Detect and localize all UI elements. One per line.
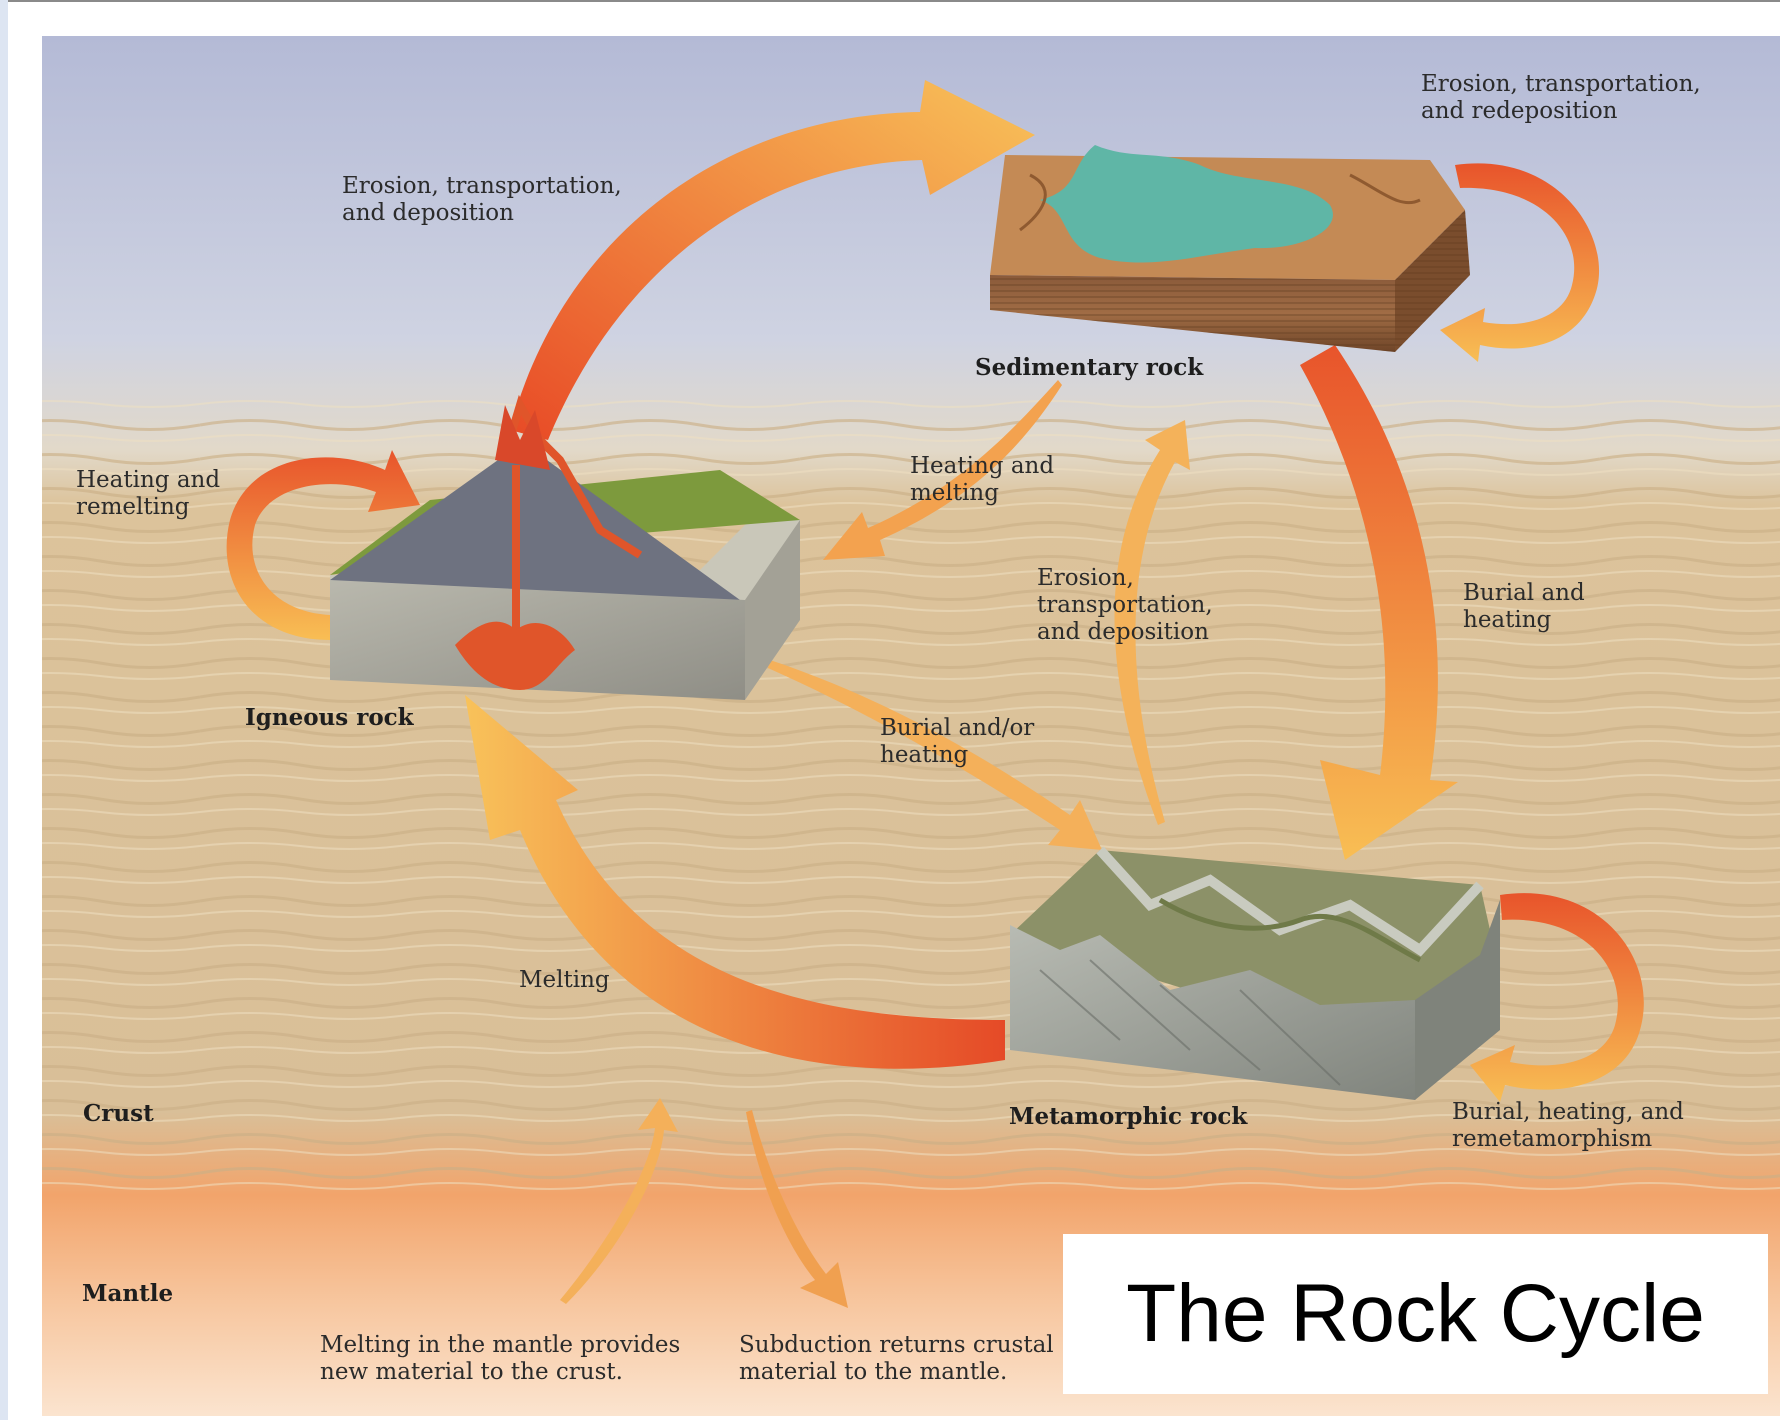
loop-arrow-igneous — [226, 450, 420, 640]
arrow-sedimentary-to-metamorphic — [1300, 345, 1458, 860]
sediment-water — [1040, 145, 1333, 263]
igneous-rock-block — [330, 394, 800, 700]
sedimentary-rock-block — [990, 145, 1470, 352]
rock-label-metamorphic: Metamorphic rock — [1009, 1103, 1248, 1130]
process-label-metamorphic-to-sedimentary: Erosion, transportation, and deposition — [1037, 565, 1213, 645]
diagram-title: The Rock Cycle — [1126, 1268, 1705, 1359]
arrow-metamorphic-to-sedimentary — [1114, 420, 1190, 825]
arrow-igneous-to-metamorphic — [768, 660, 1102, 850]
loop-arrow-sedimentary — [1440, 163, 1600, 362]
rock-label-sedimentary: Sedimentary rock — [975, 354, 1204, 381]
process-label-metamorphic-to-igneous: Melting — [519, 967, 610, 993]
arrow-igneous-to-sedimentary — [510, 80, 1035, 440]
title-box: The Rock Cycle — [1063, 1234, 1768, 1394]
loop-arrow-metamorphic — [1470, 893, 1644, 1102]
arrow-crust-to-mantle — [746, 1110, 848, 1308]
process-label-sedimentary-loop: Erosion, transportation, and redepositio… — [1421, 71, 1701, 124]
layer-label-crust: Crust — [83, 1100, 154, 1127]
process-label-sedimentary-to-igneous: Heating and melting — [910, 453, 1055, 506]
process-label-igneous-to-metamorphic: Burial and/or heating — [880, 715, 1035, 768]
metamorphic-rock-block — [1010, 846, 1500, 1100]
note-mantle-melting: Melting in the mantle provides new mater… — [320, 1332, 681, 1385]
process-label-metamorphic-loop: Burial, heating, and remetamorphism — [1452, 1099, 1684, 1152]
magma-chamber — [455, 621, 575, 690]
process-label-igneous-loop: Heating and remelting — [76, 467, 221, 520]
arrow-sedimentary-to-igneous — [823, 380, 1062, 560]
note-subduction: Subduction returns crustal material to t… — [739, 1332, 1054, 1385]
process-label-sedimentary-to-metamorphic: Burial and heating — [1463, 580, 1585, 633]
arrow-mantle-to-crust — [560, 1098, 678, 1304]
layer-label-mantle: Mantle — [82, 1280, 174, 1307]
arrow-metamorphic-to-igneous — [465, 695, 1005, 1069]
rock-label-igneous: Igneous rock — [245, 704, 414, 731]
process-label-igneous-to-sedimentary: Erosion, transportation, and deposition — [342, 173, 622, 226]
